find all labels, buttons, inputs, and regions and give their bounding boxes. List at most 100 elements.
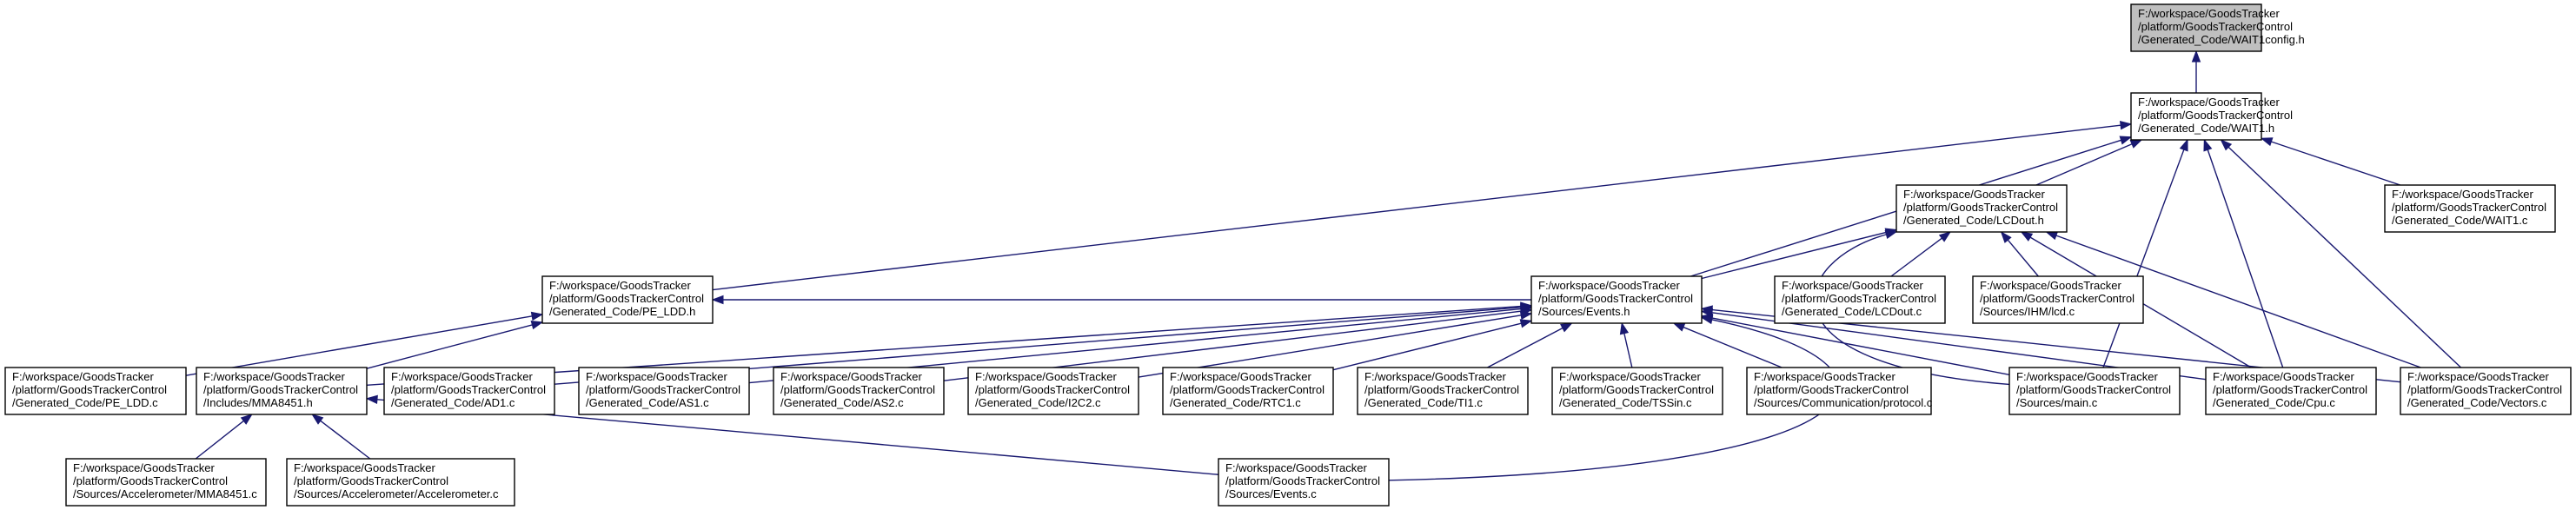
edge-line	[1710, 317, 2010, 375]
node-label-line: F:/workspace/GoodsTracker	[2213, 370, 2354, 383]
edge-line	[319, 420, 371, 460]
node-ihmlcd-c[interactable]: F:/workspace/GoodsTracker/platform/Goods…	[1972, 275, 2144, 324]
node-as2-c[interactable]: F:/workspace/GoodsTracker/platform/Goods…	[773, 367, 945, 415]
node-lcdout-c[interactable]: F:/workspace/GoodsTracker/platform/Goods…	[1774, 275, 1946, 324]
edge-pe-ldd-c-to-pe-ldd-h	[185, 311, 544, 376]
edge-accelerometer-c-to-mma8451-h	[311, 414, 371, 460]
edge-protocol-c-to-events-h	[1672, 322, 1783, 368]
node-label-line: /Generated_Code/AS1.c	[586, 396, 709, 409]
node-box	[2130, 3, 2262, 52]
edge-arrowhead	[2129, 139, 2143, 149]
edge-arrowhead	[365, 394, 378, 405]
edge-rtc1-c-to-events-h	[1332, 319, 1533, 371]
node-box	[1357, 367, 1529, 415]
node-label-line: F:/workspace/GoodsTracker	[586, 370, 727, 383]
node-box	[1972, 275, 2144, 324]
node-label-line: /platform/GoodsTrackerControl	[1225, 474, 1380, 487]
edge-arrowhead	[1938, 231, 1952, 242]
edge-line	[1890, 237, 1943, 277]
node-lcdout-h[interactable]: F:/workspace/GoodsTracker/platform/Goods…	[1895, 184, 2068, 233]
node-label-line: F:/workspace/GoodsTracker	[1782, 279, 1923, 292]
edge-arrowhead	[2000, 230, 2012, 243]
node-label-line: /platform/GoodsTrackerControl	[2016, 383, 2171, 396]
node-label-line: /platform/GoodsTrackerControl	[2213, 383, 2367, 396]
node-mma8451-h[interactable]: F:/workspace/GoodsTracker/platform/Goods…	[196, 367, 368, 415]
edge-line	[1332, 322, 1523, 371]
node-i2c2-c[interactable]: F:/workspace/GoodsTracker/platform/Goods…	[967, 367, 1139, 415]
node-box	[2384, 184, 2556, 233]
node-label-line: /Generated_Code/WAIT1.c	[2392, 214, 2528, 227]
node-label-line: /platform/GoodsTrackerControl	[1754, 383, 1909, 396]
node-vectors-c[interactable]: F:/workspace/GoodsTracker/platform/Goods…	[2400, 367, 2572, 415]
node-box	[1162, 367, 1334, 415]
node-label-line: /Generated_Code/Vectors.c	[2407, 396, 2547, 409]
edge-line	[366, 305, 1523, 386]
edge-arrowhead	[2191, 50, 2201, 63]
node-label-line: F:/workspace/GoodsTracker	[975, 370, 1117, 383]
node-protocol-c[interactable]: F:/workspace/GoodsTracker/platform/Goods…	[1746, 367, 1933, 415]
node-label-line: /Generated_Code/Cpu.c	[2213, 396, 2335, 409]
node-wait1-h[interactable]: F:/workspace/GoodsTracker/platform/Goods…	[2130, 92, 2293, 141]
node-label-line: /platform/GoodsTrackerControl	[12, 383, 167, 396]
edge-line	[1138, 314, 1523, 378]
node-label-line: F:/workspace/GoodsTracker	[1903, 188, 2045, 201]
node-wait1-c[interactable]: F:/workspace/GoodsTracker/platform/Goods…	[2384, 184, 2556, 233]
edge-events-h-to-lcdout-h	[1701, 228, 1898, 280]
node-cpu-c[interactable]: F:/workspace/GoodsTracker/platform/Goods…	[2205, 367, 2377, 415]
node-mma8451-c[interactable]: F:/workspace/GoodsTracker/platform/Goods…	[65, 458, 267, 507]
node-rtc1-c[interactable]: F:/workspace/GoodsTracker/platform/Goods…	[1162, 367, 1334, 415]
edge-arrowhead	[311, 414, 324, 425]
node-main-c[interactable]: F:/workspace/GoodsTracker/platform/Goods…	[2008, 367, 2181, 415]
node-label-line: /platform/GoodsTrackerControl	[203, 383, 358, 396]
node-label-line: /Generated_Code/WAIT1config.h	[2138, 33, 2305, 46]
node-label-line: /Sources/Accelerometer/Accelerometer.c	[294, 487, 499, 500]
node-events-h[interactable]: F:/workspace/GoodsTracker/platform/Goods…	[1530, 275, 1703, 324]
node-label-line: F:/workspace/GoodsTracker	[2138, 96, 2280, 109]
edge-cpu-c-to-wait1-h	[2203, 138, 2284, 368]
edge-line	[185, 315, 534, 376]
edge-arrowhead	[2260, 137, 2274, 147]
edge-pe-ldd-h-to-wait1-h	[712, 121, 2133, 291]
node-events-c[interactable]: F:/workspace/GoodsTracker/platform/Goods…	[1218, 458, 1390, 507]
node-label-line: /Generated_Code/AS2.c	[780, 396, 904, 409]
node-label-line: /platform/GoodsTrackerControl	[586, 383, 740, 396]
node-ad1-c[interactable]: F:/workspace/GoodsTracker/platform/Goods…	[383, 367, 555, 415]
node-label-line: /platform/GoodsTrackerControl	[2407, 383, 2562, 396]
node-box	[1551, 367, 1723, 415]
node-label-line: /Sources/Accelerometer/MMA8451.c	[73, 487, 257, 500]
edge-line	[1623, 332, 1633, 368]
edge-line	[712, 124, 2122, 291]
node-as1-c[interactable]: F:/workspace/GoodsTracker/platform/Goods…	[578, 367, 750, 415]
node-label-line: F:/workspace/GoodsTracker	[2407, 370, 2549, 383]
edge-events-h-to-pe-ldd-h	[711, 295, 1531, 305]
edge-i2c2-c-to-events-h	[1138, 310, 1533, 378]
node-label-line: /Generated_Code/PE_LDD.h	[549, 305, 695, 318]
node-pe-ldd-c[interactable]: F:/workspace/GoodsTracker/platform/Goods…	[4, 367, 187, 415]
edge-arrowhead	[1560, 322, 1573, 333]
node-label-line: F:/workspace/GoodsTracker	[2392, 188, 2533, 201]
edge-line	[2227, 146, 2462, 368]
edge-main-c-to-wait1-h	[2102, 138, 2188, 368]
edge-lcdout-c-to-lcdout-h	[1890, 231, 1952, 277]
node-label-line: F:/workspace/GoodsTracker	[294, 461, 435, 474]
node-tssin-c[interactable]: F:/workspace/GoodsTracker/platform/Goods…	[1551, 367, 1723, 415]
edge-mma8451-c-to-mma8451-h	[195, 414, 253, 460]
node-label-line: F:/workspace/GoodsTracker	[203, 370, 345, 383]
edge-line	[2007, 238, 2039, 277]
node-box	[1746, 367, 1932, 415]
edge-arrowhead	[1700, 305, 1713, 315]
node-box	[541, 275, 714, 324]
node-label-line: /Generated_Code/PE_LDD.c	[12, 396, 158, 409]
edge-arrowhead	[1519, 310, 1533, 321]
edge-arrowhead	[2119, 121, 2133, 130]
node-pe-ldd-h[interactable]: F:/workspace/GoodsTracker/platform/Goods…	[541, 275, 714, 324]
node-label-line: /platform/GoodsTrackerControl	[780, 383, 935, 396]
node-accelerometer-c[interactable]: F:/workspace/GoodsTracker/platform/Goods…	[286, 458, 515, 507]
edge-arrowhead	[240, 414, 253, 425]
edge-arrowhead	[2119, 136, 2133, 145]
edge-line	[2035, 142, 2134, 186]
node-ti1-c[interactable]: F:/workspace/GoodsTracker/platform/Goods…	[1357, 367, 1529, 415]
node-label-line: F:/workspace/GoodsTracker	[1225, 461, 1367, 474]
node-label-line: /Generated_Code/AD1.c	[391, 396, 515, 409]
node-label-line: /Generated_Code/I2C2.c	[975, 396, 1101, 409]
